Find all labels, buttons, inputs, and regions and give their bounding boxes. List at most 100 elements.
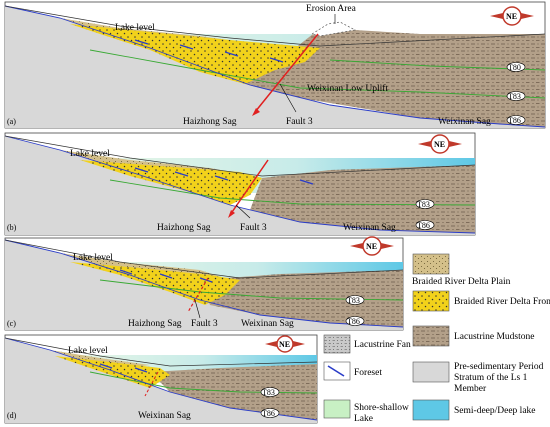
fault-3-line	[229, 159, 269, 216]
panel-a: NE Lake level Erosion Area Weixinan Low …	[4, 1, 546, 129]
legend-label-lacustrine-fan: Lacustrine Fan	[354, 340, 411, 350]
lake-level-label: Lake level	[68, 346, 108, 356]
markers: T83 T86	[415, 199, 435, 230]
svg-text:T80: T80	[508, 63, 521, 72]
compass-a: NE	[490, 6, 534, 26]
erosion-area-label: Erosion Area	[306, 4, 357, 14]
fault-label: Fault 3	[191, 319, 218, 329]
legend-swatch-delta-plain	[412, 253, 450, 275]
base-line	[4, 239, 404, 328]
markers: T83 T86	[260, 387, 280, 418]
lake-level-label: Lake level	[73, 253, 113, 263]
fault-3-line	[187, 277, 209, 313]
svg-text:T86: T86	[417, 221, 430, 230]
top-surface-line	[4, 5, 546, 47]
svg-text:T86: T86	[262, 409, 275, 418]
pre-sedimentary-stratum	[5, 240, 403, 330]
compass-label: NE	[279, 340, 290, 349]
foresets	[134, 167, 314, 185]
foresets	[134, 39, 284, 63]
right-sag-label: Weixinan Sag	[438, 117, 491, 127]
legend-swatch-lacustrine-fan	[323, 334, 351, 354]
legend-swatch-deep-lake	[412, 399, 450, 421]
panel-letter: (c)	[7, 319, 16, 328]
marker-line	[109, 179, 476, 206]
fault-leader	[235, 204, 251, 219]
right-sag-label: Weixinan Sag	[343, 223, 396, 233]
right-sag-label: Weixinan Sag	[241, 319, 294, 329]
fault-label: Fault 3	[286, 117, 313, 127]
panel-b: NE Lake level Haizhong Sag Fault 3 Weixi…	[4, 132, 476, 236]
legend-swatch-shore-shallow-lake	[323, 399, 351, 419]
delta-plain-body	[5, 338, 150, 370]
top-surface-line	[4, 337, 318, 367]
erosion-area	[311, 21, 357, 37]
fault-leader	[279, 83, 297, 113]
pre-sedimentary-stratum	[5, 338, 317, 423]
top-surface-line	[4, 239, 404, 279]
legend-swatch-pre-sedimentary	[412, 361, 450, 383]
legend-label-delta-plain: Braided River Delta Plain	[412, 277, 511, 287]
legend-label-shore-1: Shore-shallow	[354, 403, 409, 413]
marker-line	[99, 279, 404, 301]
legend-label-delta-front: Braided River Delta Front	[454, 297, 550, 307]
pre-sedimentary-stratum	[5, 6, 545, 128]
legend-label-deep-lake: Semi-deep/Deep lake	[454, 406, 536, 416]
marker-line-t80	[329, 59, 546, 71]
delta-front-body	[55, 356, 170, 388]
marker-line-t83	[89, 49, 546, 99]
markers: T80 T83 T86	[506, 62, 526, 125]
base-line	[4, 5, 546, 128]
svg-text:T83: T83	[262, 388, 275, 397]
legend-swatch-mudstone	[412, 325, 450, 347]
legend-label-pre-sed-1: Pre-sedimentary Period	[454, 362, 544, 372]
top-surface-line	[4, 135, 476, 177]
svg-text:T86: T86	[508, 116, 521, 125]
left-sag-label: Haizhong Sag	[157, 223, 211, 233]
svg-text:T83: T83	[417, 200, 430, 209]
right-sag-label: Weixinan Sag	[138, 411, 191, 421]
compass-label: NE	[506, 12, 517, 21]
uplift-label: Weixinan Low Uplift	[307, 83, 388, 94]
left-sag-label: Haizhong Sag	[183, 117, 237, 127]
fault-arrow-down	[228, 210, 235, 218]
legend-label-pre-sed-3: Member	[454, 384, 487, 394]
base-line	[4, 135, 476, 234]
compass-label: NE	[434, 140, 445, 149]
fault-arrow-down	[252, 108, 260, 116]
lake-level-label: Lake level	[70, 149, 110, 159]
mudstone-body	[245, 30, 545, 127]
compass-d: NE	[265, 335, 305, 353]
fault-label: Fault 3	[240, 223, 267, 233]
panel-letter: (b)	[7, 223, 17, 232]
panel-d: NE Lake level Weixinan Sag (d) T83 T86	[4, 334, 318, 424]
svg-text:T83: T83	[347, 296, 360, 305]
legend-label-mudstone: Lacustrine Mudstone	[454, 332, 534, 342]
compass-c: NE	[350, 236, 394, 256]
panel-letter: (d)	[7, 411, 17, 420]
foresets	[99, 363, 148, 373]
foresets	[119, 269, 213, 283]
lake-level-label: Lake level	[115, 23, 155, 33]
legend-swatch-foreset	[323, 361, 351, 381]
delta-front-body	[80, 160, 262, 205]
panel-letter: (a)	[7, 117, 16, 126]
legend-label-foreset: Foreset	[354, 368, 382, 378]
legend: Braided River Delta Plain Braided River …	[323, 253, 550, 424]
pre-sedimentary-stratum	[5, 136, 475, 235]
compass-label: NE	[366, 242, 377, 251]
svg-text:T86: T86	[347, 317, 360, 326]
delta-front-body	[70, 24, 320, 84]
fault-3-line	[144, 371, 159, 397]
legend-label-shore-2: Lake	[354, 414, 373, 424]
fault-leader	[194, 299, 201, 319]
fault-3-line	[254, 33, 319, 113]
left-sag-label: Haizhong Sag	[128, 319, 182, 329]
markers: T83 T86	[345, 295, 365, 326]
compass-b: NE	[418, 134, 462, 154]
legend-swatch-delta-front	[412, 290, 450, 312]
base-line	[4, 337, 318, 421]
svg-text:T83: T83	[508, 92, 521, 101]
legend-label-pre-sed-2: Stratum of the Ls 1	[454, 372, 528, 383]
